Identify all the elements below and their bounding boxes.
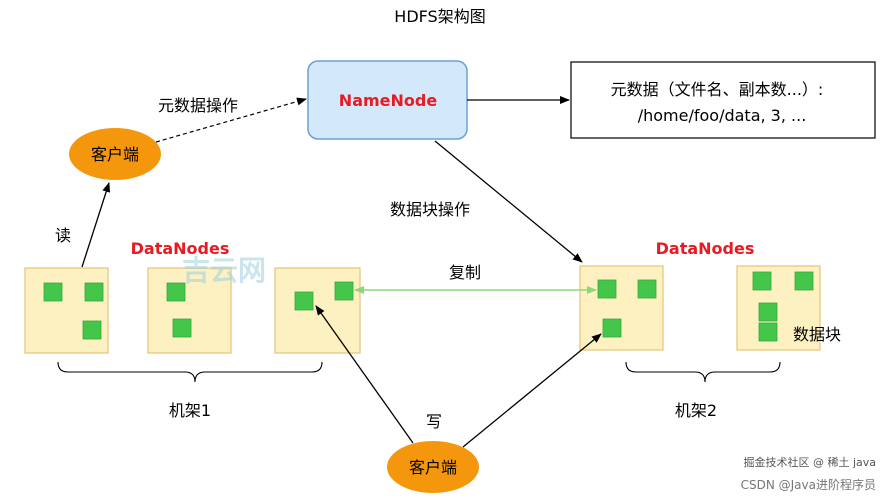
client-top-label: 客户端 [91, 145, 139, 164]
datanodes-left-label: DataNodes [131, 239, 230, 258]
metadata-op-arrow [155, 97, 307, 143]
data-block [758, 322, 778, 342]
client-bottom-label: 客户端 [409, 458, 457, 477]
data-block [758, 302, 778, 322]
data-block [334, 281, 354, 301]
write-arrow-rack2 [462, 333, 602, 448]
watermark-bottom-line1: 掘金技术社区 @ 稀土 java [743, 455, 876, 469]
datanode-rack1-node2 [147, 267, 232, 354]
datanode-rack2-node1 [579, 265, 664, 351]
data-block [602, 318, 622, 338]
rack2-brace [625, 361, 781, 383]
datanode-rack1-node1 [24, 267, 109, 354]
block-op-arrow [434, 140, 583, 263]
rack1-brace [57, 361, 323, 383]
datanodes-right-label: DataNodes [656, 239, 755, 258]
rack2-label: 机架2 [675, 401, 717, 420]
data-block [294, 291, 314, 311]
data-block [43, 282, 63, 302]
client-bottom-ellipse [387, 441, 479, 493]
read-arrow [81, 182, 111, 268]
client-top-ellipse [69, 128, 161, 180]
watermark-center: 吉云网 [182, 254, 266, 287]
read-label: 读 [55, 226, 71, 245]
block-op-label: 数据块操作 [390, 200, 470, 219]
datanode-rack1-node3 [274, 267, 361, 354]
watermark-bottom-line2: CSDN @Java进阶程序员 [741, 477, 876, 492]
data-block [794, 271, 814, 291]
write-label: 写 [426, 412, 442, 431]
data-block [84, 282, 104, 302]
data-block [597, 279, 617, 299]
replicate-label: 复制 [449, 263, 481, 282]
metadata-line1: 元数据（文件名、副本数...）: [611, 80, 824, 99]
data-block [752, 271, 772, 291]
data-block [172, 318, 192, 338]
diagram-title: HDFS架构图 [394, 7, 485, 26]
rack1-label: 机架1 [169, 401, 211, 420]
data-block [637, 279, 657, 299]
metadata-op-label: 元数据操作 [158, 96, 238, 115]
data-block [82, 320, 102, 340]
data-block [166, 282, 186, 302]
namenode-label: NameNode [339, 91, 438, 110]
metadata-line2: /home/foo/data, 3, ... [638, 106, 807, 125]
metadata-box [570, 61, 876, 139]
write-arrow-rack1 [315, 305, 414, 444]
data-block-label: 数据块 [793, 325, 841, 344]
